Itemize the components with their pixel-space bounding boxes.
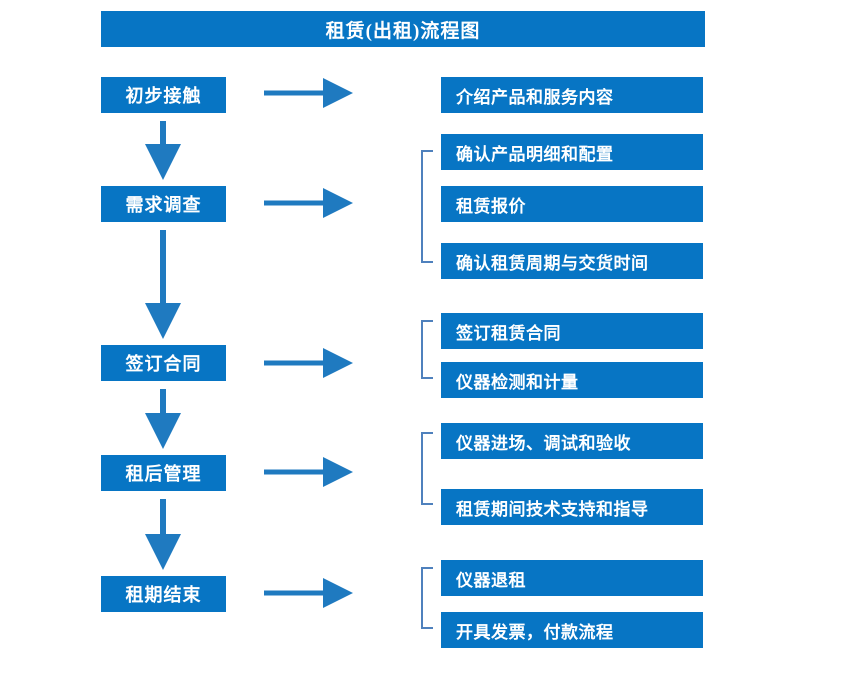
page-title: 租赁(出租)流程图 (101, 11, 705, 47)
detail-box-invoice-payment[interactable]: 开具发票，付款流程 (441, 612, 703, 648)
bracket-post-rent-mgmt-group (421, 432, 433, 505)
detail-box-instrument-return[interactable]: 仪器退租 (441, 560, 703, 596)
stage-box-post-rent-mgmt[interactable]: 租后管理 (101, 455, 226, 491)
bracket-sign-contract-group (421, 320, 433, 379)
bracket-lease-end-group (421, 567, 433, 629)
stage-box-lease-end[interactable]: 租期结束 (101, 576, 226, 612)
detail-box-instrument-inspection[interactable]: 仪器检测和计量 (441, 362, 703, 398)
detail-box-instrument-entry-commissioning[interactable]: 仪器进场、调试和验收 (441, 423, 703, 459)
stage-box-initial-contact[interactable]: 初步接触 (101, 77, 226, 113)
stage-box-sign-contract[interactable]: 签订合同 (101, 345, 226, 381)
stage-box-needs-survey[interactable]: 需求调查 (101, 186, 226, 222)
detail-box-introduce-products[interactable]: 介绍产品和服务内容 (441, 77, 703, 113)
detail-box-confirm-product-spec[interactable]: 确认产品明细和配置 (441, 134, 703, 170)
detail-box-confirm-period-delivery[interactable]: 确认租赁周期与交货时间 (441, 243, 703, 279)
detail-box-technical-support[interactable]: 租赁期间技术支持和指导 (441, 489, 703, 525)
detail-box-rental-quote[interactable]: 租赁报价 (441, 186, 703, 222)
detail-box-sign-rental-contract[interactable]: 签订租赁合同 (441, 313, 703, 349)
bracket-needs-survey-group (421, 150, 433, 263)
